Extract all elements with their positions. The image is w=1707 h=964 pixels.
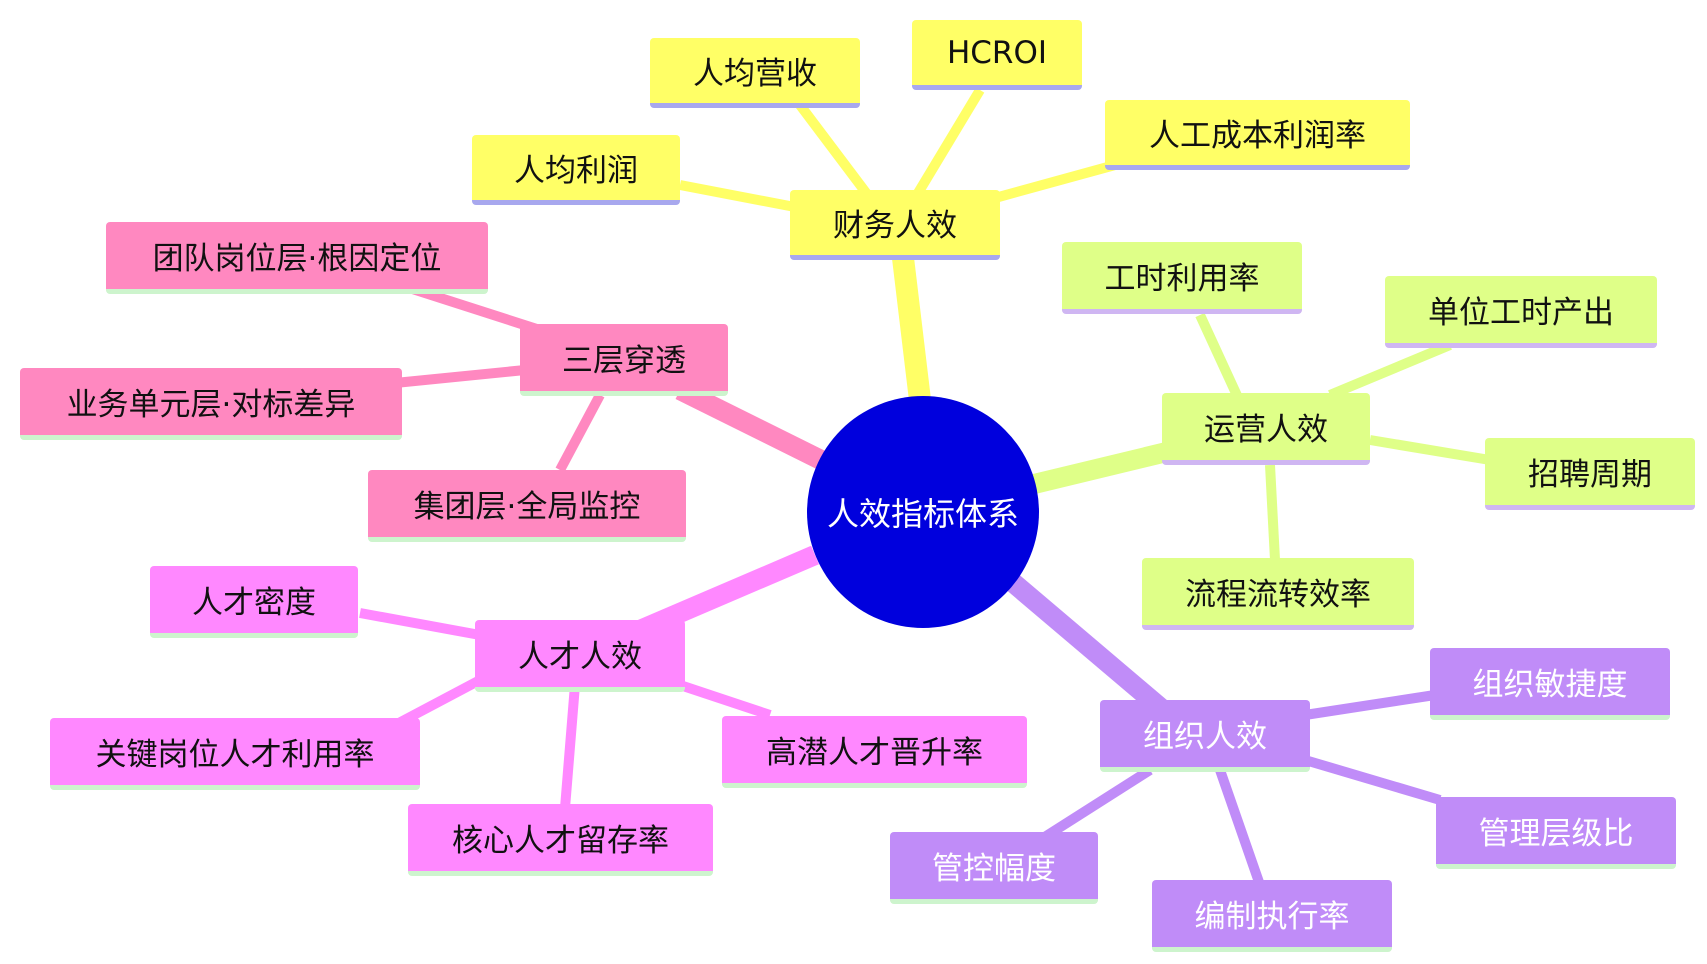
- link-center-organization: [1003, 572, 1182, 728]
- branch-label-talent: 人才人效: [518, 639, 642, 675]
- leaf-label: 工时利用率: [1104, 261, 1260, 297]
- leaf-node-finance[interactable]: 人均利润: [472, 135, 680, 205]
- leaf-label: 人工成本利润率: [1149, 118, 1366, 154]
- link-operations-child: [1369, 435, 1491, 465]
- link-operations-child: [1265, 464, 1280, 561]
- leaf-node-organization[interactable]: 编制执行率: [1152, 880, 1392, 952]
- link-organization-child: [1303, 755, 1442, 805]
- leaf-node-operations[interactable]: 流程流转效率: [1142, 558, 1414, 630]
- link-center-penetration: [675, 381, 830, 471]
- link-finance-child: [993, 160, 1117, 203]
- branch-label-penetration: 三层穿透: [562, 343, 686, 379]
- leaf-label: 业务单元层·对标差异: [66, 387, 356, 423]
- leaf-node-finance[interactable]: 人均营收: [650, 38, 860, 108]
- link-center-operations: [1027, 440, 1178, 495]
- leaf-label: 核心人才留存率: [452, 823, 669, 859]
- leaf-node-talent[interactable]: 核心人才留存率: [408, 804, 713, 876]
- link-finance-child: [910, 87, 985, 201]
- leaf-node-penetration[interactable]: 集团层·全局监控: [368, 470, 686, 542]
- branch-label-organization: 组织人效: [1143, 719, 1267, 755]
- link-operations-child: [1328, 340, 1452, 400]
- link-penetration-child: [394, 365, 526, 388]
- link-talent-child: [359, 608, 481, 640]
- link-talent-child: [392, 675, 483, 730]
- leaf-label: 人均利润: [514, 153, 638, 189]
- leaf-label: 团队岗位层·根因定位: [152, 241, 442, 277]
- leaf-node-finance[interactable]: HCROI: [912, 20, 1082, 90]
- link-organization-child: [1304, 690, 1436, 720]
- link-organization-child: [1215, 768, 1265, 887]
- leaf-node-organization[interactable]: 管控幅度: [890, 832, 1098, 904]
- leaf-node-talent[interactable]: 关键岗位人才利用率: [50, 718, 420, 790]
- leaf-label: 招聘周期: [1528, 457, 1652, 493]
- link-finance-child: [796, 101, 874, 202]
- leaf-node-operations[interactable]: 招聘周期: [1485, 438, 1695, 510]
- branch-node-talent[interactable]: 人才人效: [475, 620, 685, 692]
- branch-label-finance: 财务人效: [833, 208, 957, 244]
- leaf-node-operations[interactable]: 单位工时产出: [1385, 276, 1657, 348]
- link-finance-child: [679, 180, 801, 213]
- leaf-label: 关键岗位人才利用率: [95, 737, 375, 773]
- branch-node-organization[interactable]: 组织人效: [1100, 700, 1310, 772]
- leaf-node-talent[interactable]: 人才密度: [150, 566, 358, 638]
- leaf-label: 组织敏捷度: [1472, 667, 1628, 703]
- link-talent-child: [678, 680, 772, 720]
- leaf-label: 集团层·全局监控: [413, 489, 641, 525]
- leaf-label: 管控幅度: [932, 851, 1056, 887]
- link-talent-child: [560, 684, 580, 809]
- leaf-label: 人均营收: [693, 56, 817, 92]
- leaf-node-talent[interactable]: 高潜人才晋升率: [722, 716, 1027, 788]
- branch-label-operations: 运营人效: [1204, 412, 1328, 448]
- link-organization-child: [1037, 765, 1153, 845]
- leaf-node-operations[interactable]: 工时利用率: [1062, 242, 1302, 314]
- link-center-finance: [892, 256, 931, 402]
- leaf-node-organization[interactable]: 组织敏捷度: [1430, 648, 1670, 720]
- leaf-label: 编制执行率: [1194, 899, 1350, 935]
- branch-node-finance[interactable]: 财务人效: [790, 190, 1000, 260]
- branch-node-penetration[interactable]: 三层穿透: [520, 324, 728, 396]
- leaf-node-organization[interactable]: 管理层级比: [1436, 797, 1676, 869]
- branch-node-operations[interactable]: 运营人效: [1162, 393, 1370, 465]
- link-penetration-child: [555, 392, 605, 473]
- leaf-label: 人才密度: [192, 585, 316, 621]
- center-node[interactable]: 人效指标体系: [807, 396, 1039, 628]
- leaf-node-penetration[interactable]: 业务单元层·对标差异: [20, 368, 402, 440]
- leaf-label: 管理层级比: [1478, 816, 1634, 852]
- link-operations-child: [1195, 312, 1245, 405]
- center-label: 人效指标体系: [826, 495, 1019, 533]
- leaf-label: 高潜人才晋升率: [766, 735, 983, 771]
- leaf-label: 单位工时产出: [1428, 295, 1614, 331]
- link-center-talent: [636, 545, 819, 640]
- leaf-node-penetration[interactable]: 团队岗位层·根因定位: [106, 222, 488, 294]
- leaf-label: 流程流转效率: [1185, 577, 1371, 613]
- leaf-node-finance[interactable]: 人工成本利润率: [1105, 100, 1410, 170]
- leaf-label: HCROI: [946, 34, 1048, 71]
